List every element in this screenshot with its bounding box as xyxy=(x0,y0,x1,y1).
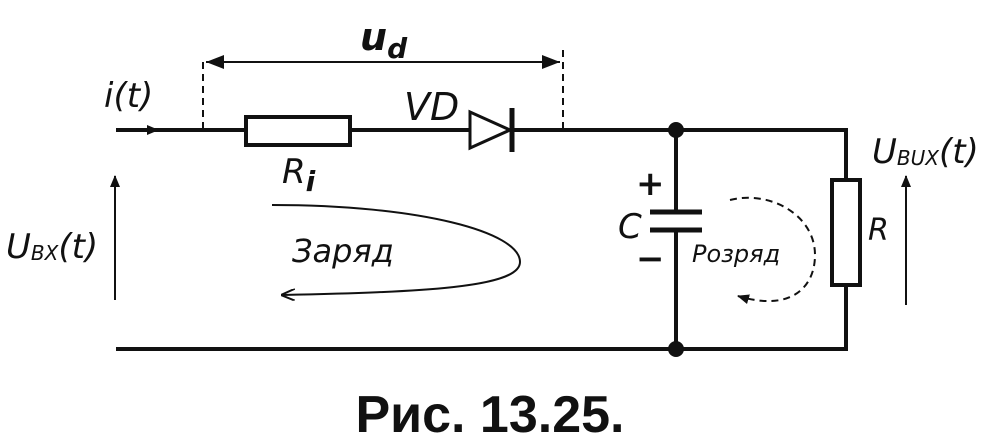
diode-label: VD xyxy=(404,85,459,129)
discharge-label: Розряд xyxy=(692,240,780,268)
charge-label: Заряд xyxy=(292,232,394,270)
output-voltage-label: UBUX(t) xyxy=(872,132,979,172)
ud-arrow-right xyxy=(542,55,560,69)
discharge-loop-arrow xyxy=(729,196,817,305)
resistor-r xyxy=(830,178,862,287)
node-top xyxy=(668,122,684,138)
cap-minus-label: − xyxy=(636,239,665,279)
charge-loop-arrow xyxy=(271,204,522,295)
diode-vd xyxy=(468,109,514,151)
resistor-ri-label: Ri xyxy=(282,152,316,198)
ud-label: ud xyxy=(360,15,408,65)
capacitor-label: C xyxy=(618,207,642,247)
ud-arrow-left xyxy=(206,55,224,69)
current-label: i(t) xyxy=(104,76,153,116)
node-bottom xyxy=(668,341,684,357)
resistor-ri xyxy=(244,115,352,147)
load-resistor-label: R xyxy=(868,213,889,248)
input-voltage-label: UBX(t) xyxy=(6,227,98,267)
figure-caption: Рис. 13.25. xyxy=(355,386,624,444)
cap-plus-label: + xyxy=(636,164,665,204)
